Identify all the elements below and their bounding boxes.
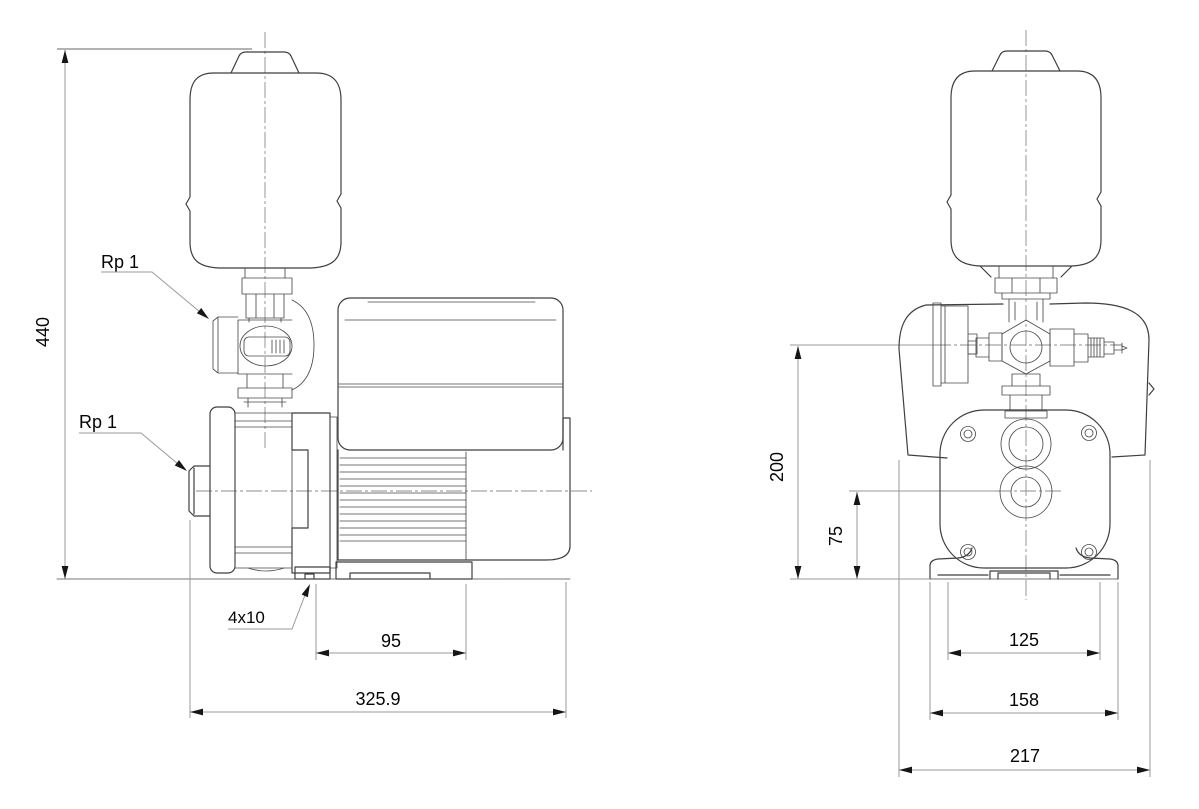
suction-port-label: Rp 1	[79, 412, 117, 432]
arrowhead-right	[1137, 766, 1150, 774]
arrowhead-down	[61, 566, 69, 579]
dim-foot-width: 158	[929, 582, 1119, 720]
dim-overall-width: 217	[898, 460, 1151, 777]
pump-barrel	[234, 412, 293, 569]
motor-shroud-front	[898, 302, 1155, 459]
arrowhead-right	[1105, 709, 1118, 717]
screw-head	[963, 547, 973, 557]
dim-overall-width-label: 217	[1010, 746, 1040, 766]
tank-front-outline	[946, 50, 1102, 278]
extension-lines	[929, 582, 1119, 720]
tie-rods	[234, 420, 293, 554]
arrowhead-up	[853, 492, 861, 505]
dim-port-center-height: 75	[826, 492, 861, 579]
pump-ports	[999, 418, 1053, 519]
pump-face-screws	[960, 425, 1097, 560]
lower-port-bore	[1010, 476, 1042, 508]
extension-lines	[315, 584, 467, 660]
pump-clamp-flange	[291, 412, 331, 574]
arrowhead-up	[794, 346, 802, 359]
leader-line	[101, 271, 207, 318]
arrowhead-left	[190, 708, 203, 716]
valve-tee-body	[237, 299, 315, 391]
leader-line	[228, 589, 308, 630]
ball-valve-handle	[243, 336, 291, 357]
dim-overall-length-label: 325.9	[355, 689, 400, 709]
extension-lines	[898, 460, 1151, 777]
dim-overall-length: 325.9	[189, 520, 567, 718]
tank-union-nut	[994, 265, 1058, 323]
arrowhead-right	[553, 708, 566, 716]
screw-hole	[960, 426, 976, 442]
screw-hole	[1081, 425, 1097, 441]
discharge-port-stub	[212, 316, 239, 374]
dim-foot-slot-pitch-label: 125	[1009, 630, 1039, 650]
dim-foot-pitch-label: 95	[381, 631, 401, 651]
arrowhead-down	[853, 566, 861, 579]
arrowhead-left	[948, 649, 961, 657]
upper-port-bore	[1008, 426, 1044, 462]
control-box	[337, 297, 564, 451]
dim-overall-height-label: 440	[33, 317, 53, 347]
screw-head	[963, 429, 973, 439]
motor-adapter	[329, 416, 338, 569]
port-boss-lower	[999, 465, 1053, 519]
leader-arrowhead	[174, 460, 190, 474]
pump-face	[939, 409, 1111, 569]
dim-foot-slot-pitch: 125	[947, 582, 1101, 660]
extension-lines	[189, 520, 567, 718]
arrowhead-right	[453, 649, 466, 657]
front-view: 200 75 125 158 217	[767, 30, 1155, 777]
leader-discharge-port: Rp 1	[101, 252, 212, 322]
motor-cooling-fins	[339, 457, 467, 542]
motor-body	[337, 417, 571, 561]
arrowhead-left	[316, 649, 329, 657]
leader-suction-port: Rp 1	[79, 412, 190, 474]
base-slot-label: 4x10	[228, 608, 265, 627]
dim-foot-pitch: 95	[315, 584, 467, 660]
port-boss-upper	[1000, 418, 1052, 470]
pump-front-flange	[209, 406, 236, 574]
handle-grip-ridges	[271, 339, 285, 354]
leader-arrowhead	[196, 308, 212, 322]
extension-lines	[947, 582, 1101, 660]
leader-base-slot: 4x10	[228, 582, 314, 630]
valve-lower-connection	[1001, 373, 1051, 419]
leader-line	[79, 432, 185, 470]
pressure-gauge-edge	[932, 302, 978, 387]
arrowhead-left	[899, 766, 912, 774]
valve-to-pump-pipe	[237, 373, 293, 408]
base-feet-side	[294, 561, 473, 580]
screw-head	[1084, 547, 1094, 557]
screw-hole	[1081, 544, 1097, 560]
tank-outline	[185, 51, 342, 269]
dim-valve-center-height-label: 200	[767, 452, 787, 482]
arrowhead-left	[930, 709, 943, 717]
valve-bore	[1009, 330, 1043, 364]
dim-foot-width-label: 158	[1009, 690, 1039, 710]
pressure-sensor	[1049, 328, 1128, 367]
tank-neck	[241, 267, 293, 323]
valve-left-fittings	[967, 332, 1003, 362]
ball-valve-ball	[239, 325, 293, 367]
dim-overall-height: 440	[33, 48, 252, 579]
barrel-bottom-arc	[247, 567, 285, 572]
leader-arrowhead	[301, 582, 314, 598]
base-bracket-front	[929, 547, 1119, 580]
arrowhead-down	[794, 566, 802, 579]
arrowhead-up	[61, 50, 69, 63]
arrowhead-right	[1087, 649, 1100, 657]
screw-head	[1084, 428, 1094, 438]
side-view: 440 Rp 1 Rp 1 4x10 95	[33, 32, 592, 718]
suction-port-stub	[188, 465, 211, 517]
discharge-port-label: Rp 1	[101, 252, 139, 272]
control-box-seams	[337, 301, 564, 388]
screw-hole	[960, 544, 976, 560]
dim-port-center-height-label: 75	[826, 526, 846, 546]
dim-valve-center-height: 200	[767, 346, 802, 579]
